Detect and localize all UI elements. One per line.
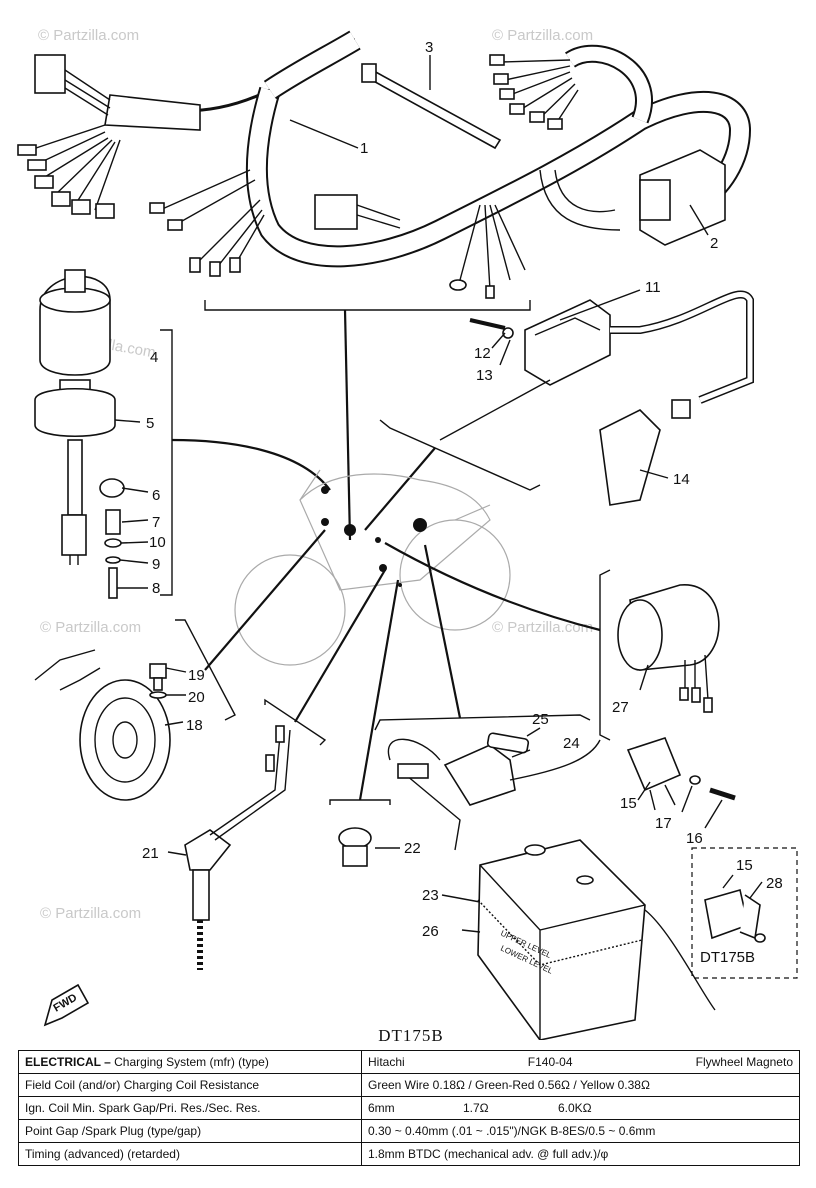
- switch-bracket: [160, 329, 173, 596]
- callout-19: 19: [188, 667, 205, 684]
- callout-25: 25: [532, 711, 549, 728]
- horn: [34, 649, 171, 801]
- callout-26: 26: [422, 923, 439, 940]
- callout-15: 15: [620, 795, 637, 812]
- callout-21: 21: [142, 845, 159, 862]
- switch-bracket: [264, 698, 327, 746]
- leader-line: [689, 204, 709, 236]
- spec-gap: 6mm: [368, 1101, 395, 1115]
- callout-16: 16: [686, 830, 703, 847]
- fuse-holder: [387, 732, 601, 851]
- callout-7: 7: [152, 514, 160, 531]
- callout-14: 14: [673, 471, 690, 488]
- harness-bracket: [204, 300, 531, 311]
- rectifier-bracket: [599, 569, 611, 741]
- table-row: Field Coil (and/or) Charging Coil Resist…: [18, 1073, 800, 1097]
- callout-24: 24: [563, 735, 580, 752]
- plug-bracket: [329, 799, 391, 805]
- fuse-bracket: [374, 714, 591, 731]
- spec-model: F140-04: [527, 1055, 573, 1069]
- forward-arrow-icon: FWD: [43, 983, 90, 1027]
- neutral-pointer: [294, 569, 386, 723]
- callout-18: 18: [186, 717, 203, 734]
- table-row: Ign. Coil Min. Spark Gap/Pri. Res./Sec. …: [18, 1096, 800, 1120]
- callout-1: 1: [360, 140, 368, 157]
- spec-secondary-res: 6.0KΩ: [558, 1101, 592, 1115]
- spec-primary-res: 1.7Ω: [463, 1101, 489, 1115]
- table-row: Point Gap /Spark Plug (type/gap) 0.30 ~ …: [18, 1119, 800, 1143]
- spec-value: Green Wire 0.18Ω / Green-Red 0.56Ω / Yel…: [361, 1073, 800, 1097]
- spec-value: 1.8mm BTDC (mechanical adv. @ full adv.)…: [361, 1142, 800, 1166]
- coil-pointer: [364, 447, 436, 531]
- spec-label: Field Coil (and/or) Charging Coil Resist…: [18, 1073, 362, 1097]
- spec-label: Ign. Coil Min. Spark Gap/Pri. Res./Sec. …: [18, 1096, 362, 1120]
- spec-type: Flywheel Magneto: [695, 1055, 793, 1069]
- callout-12: 12: [474, 345, 491, 362]
- flasher-relay: [639, 149, 726, 246]
- callout-17: 17: [655, 815, 672, 832]
- neutral-switch: [184, 725, 291, 970]
- spec-value: 6mm 1.7Ω 6.0KΩ: [361, 1096, 800, 1120]
- switch-pointer: [171, 438, 331, 491]
- callout-22: 22: [404, 840, 421, 857]
- spark-plug-cap: [599, 399, 691, 506]
- watermark: © Partzilla.com: [492, 27, 593, 44]
- callout-3: 3: [425, 39, 433, 56]
- callout-4: 4: [150, 349, 158, 366]
- spec-mfr: Hitachi: [368, 1055, 405, 1069]
- harness-pointer: [343, 309, 352, 541]
- callout-23: 23: [422, 887, 439, 904]
- watermark: © Partzilla.com: [40, 619, 141, 636]
- spec-label: Timing (advanced) (retarded): [18, 1142, 362, 1166]
- main-switch-assembly: [34, 269, 141, 599]
- coil-bracket: [379, 419, 541, 491]
- callout-10: 10: [149, 534, 166, 551]
- electrical-spec-table: ELECTRICAL – Charging System (mfr) (type…: [18, 1050, 800, 1166]
- fuse-pointer: [423, 544, 462, 719]
- ignition-coil: [439, 290, 754, 441]
- rectifier-pointer: [384, 542, 601, 632]
- leader-line: [289, 119, 359, 149]
- spec-label-text: Charging System (mfr) (type): [114, 1055, 269, 1069]
- plug-pointer: [358, 579, 400, 801]
- horn-pointer: [204, 529, 326, 671]
- wire-harness: [17, 30, 752, 299]
- table-row: Timing (advanced) (retarded) 1.8mm BTDC …: [18, 1142, 800, 1166]
- watermark: © Partzilla.com: [38, 27, 139, 44]
- callout-15-inset: 15: [736, 857, 753, 874]
- inset-dt175b: DT175B: [691, 847, 798, 979]
- callout-2: 2: [710, 235, 718, 252]
- spec-label: ELECTRICAL – Charging System (mfr) (type…: [18, 1050, 362, 1074]
- neutral-switch-plug: [338, 827, 372, 867]
- wiring-diagram: © Partzilla.com © Partzilla.com © Partzi…: [17, 27, 798, 1040]
- callout-5: 5: [146, 415, 154, 432]
- callout-11: 11: [645, 279, 661, 296]
- callout-27: 27: [612, 699, 629, 716]
- spec-label: Point Gap /Spark Plug (type/gap): [18, 1119, 362, 1143]
- spec-value: Hitachi F140-04 Flywheel Magneto: [361, 1050, 800, 1074]
- horn-bracket: [175, 619, 236, 721]
- motorcycle-outline: [234, 469, 511, 666]
- callout-13: 13: [476, 367, 493, 384]
- callout-9: 9: [152, 556, 160, 573]
- callout-28: 28: [766, 875, 783, 892]
- wire-band: [361, 63, 502, 150]
- model-caption: DT175B: [378, 1026, 444, 1045]
- callout-8: 8: [152, 580, 160, 597]
- watermark: © Partzilla.com: [40, 905, 141, 922]
- inset-model-label: DT175B: [700, 949, 755, 966]
- callout-20: 20: [188, 689, 205, 706]
- battery: UPPER LEVEL LOWER LEVEL: [477, 839, 716, 1040]
- rectifier-regulator: [617, 584, 720, 713]
- watermark: © Partzilla.com: [492, 619, 593, 636]
- rectifier: [626, 737, 736, 811]
- callout-6: 6: [152, 487, 160, 504]
- spec-value: 0.30 ~ 0.40mm (.01 ~ .015")/NGK B-8ES/0.…: [361, 1119, 800, 1143]
- spec-section-title: ELECTRICAL –: [25, 1055, 111, 1069]
- table-row: ELECTRICAL – Charging System (mfr) (type…: [18, 1050, 800, 1074]
